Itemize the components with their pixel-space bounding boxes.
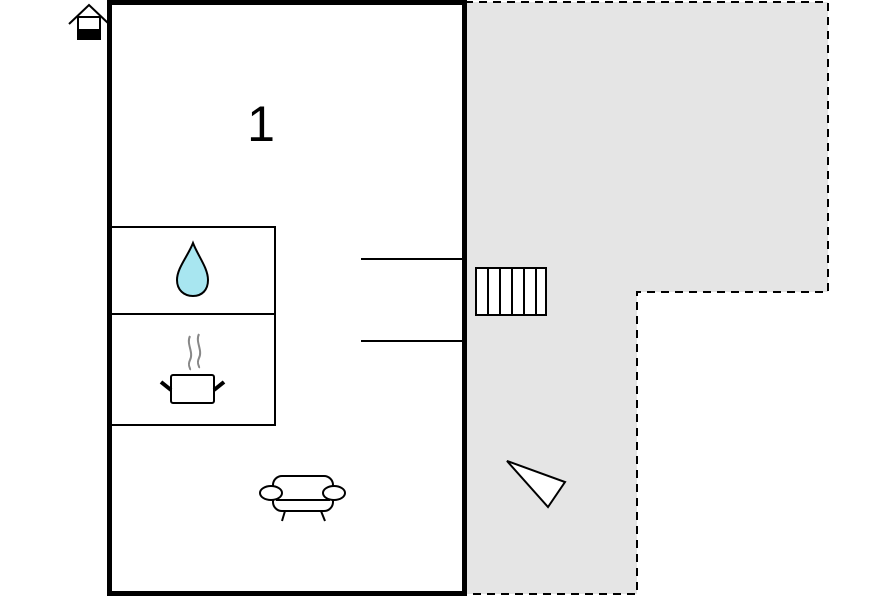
cooking-pot-icon: [159, 333, 226, 404]
water-drop-icon: [175, 240, 210, 298]
sofa-icon: [259, 475, 346, 522]
stairs-icon: [475, 267, 547, 316]
house-floor-indicator-icon: [68, 3, 110, 40]
room-number-label: 1: [247, 96, 275, 152]
kitchen-room: [109, 313, 276, 426]
compass-arrow-icon: [506, 460, 567, 509]
